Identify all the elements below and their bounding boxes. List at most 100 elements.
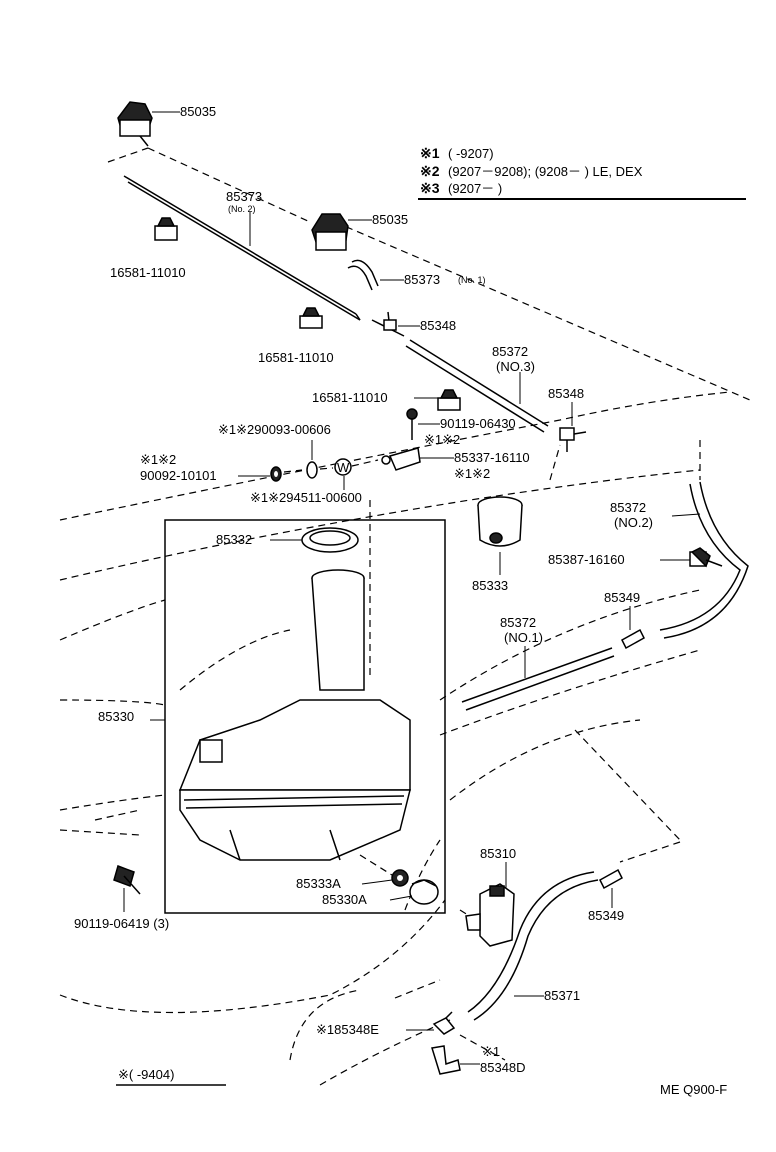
label-85373-no1: 85373 <box>404 272 440 287</box>
washer-icon <box>334 458 352 476</box>
label-85035-a: 85035 <box>180 104 216 119</box>
label-85372-no2: 85372 <box>610 500 646 515</box>
nut-icon <box>270 466 282 482</box>
tank-assembly-box <box>164 519 446 914</box>
label-85349-b: 85349 <box>588 908 624 923</box>
clip-icon <box>154 217 178 241</box>
check-valve-icon <box>599 868 623 890</box>
label-85330: 85330 <box>98 709 134 724</box>
legend-row2-text: (9207－9208); (9208－ ) LE, DEX <box>448 164 643 179</box>
body-line <box>59 469 701 581</box>
legend-row3-text: (9207－ ) <box>448 181 502 196</box>
note-9404: ※( -9404) <box>118 1067 174 1082</box>
body-line <box>179 629 291 691</box>
elbow-joint-icon <box>432 1011 456 1035</box>
label-85310: 85310 <box>480 846 516 861</box>
washer-nozzle-icon <box>117 101 153 147</box>
washer-tank-icon <box>178 569 411 861</box>
body-outline <box>59 147 751 1086</box>
label-90092: 90092-10101 <box>140 468 217 483</box>
label-90119-06430: 90119-06430 <box>440 416 516 431</box>
label-85371: 85371 <box>544 988 580 1003</box>
body-line <box>59 899 446 1014</box>
label-85333a: 85333A <box>296 876 341 891</box>
hose-85373-no1 <box>351 259 379 287</box>
elbow-joint-icon <box>431 1045 461 1075</box>
body-line <box>619 841 681 863</box>
tank-cap-icon <box>301 527 359 553</box>
hose-85371 <box>467 871 599 1021</box>
legend-row3-mark: ※3 <box>420 180 440 196</box>
body-line <box>439 589 701 701</box>
label-94511: ※1※294511-00600 <box>250 490 362 505</box>
mark-1: ※1 <box>482 1044 500 1059</box>
legend: ※1 ( -9207) ※2 (9207－9208); (9208－ ) LE,… <box>418 145 746 200</box>
body-line <box>394 979 441 999</box>
bolt-icon <box>113 865 141 895</box>
label-85372-no1: 85372 <box>500 615 536 630</box>
body-line <box>59 829 141 836</box>
label-85348-b: 85348 <box>548 386 584 401</box>
legend-row2-mark: ※2 <box>420 163 440 179</box>
mark-1-2-b: ※1※2 <box>140 452 176 467</box>
label-85373-no2-sub: (No. 2) <box>228 204 256 214</box>
t-joint-icon <box>559 427 587 452</box>
legend-row1-mark: ※1 <box>420 145 440 161</box>
check-valve-icon <box>621 628 645 650</box>
body-line <box>59 391 731 521</box>
body-line <box>59 699 166 706</box>
label-85330a: 85330A <box>322 892 367 907</box>
pump-seal-icon <box>409 879 439 905</box>
legend-row1-text: ( -9207) <box>448 146 494 161</box>
label-85348-a: 85348 <box>420 318 456 333</box>
label-85337: 85337-16110 <box>454 450 530 465</box>
hose-85373-no2 <box>123 175 361 321</box>
body-line <box>59 599 166 641</box>
body-line <box>107 147 149 163</box>
bolt-icon <box>406 408 418 440</box>
label-85373-no2: 85373 <box>226 189 262 204</box>
body-line <box>574 729 681 841</box>
label-16581-c: 16581-11010 <box>312 390 388 405</box>
label-90119-06419: 90119-06419 (3) <box>74 916 169 931</box>
label-16581-a: 16581-11010 <box>110 265 186 280</box>
grommet-icon <box>306 461 318 479</box>
mark-1-2-a: ※1※2 <box>424 432 460 447</box>
label-85373-no1-sub: (No. 1) <box>458 275 486 285</box>
label-85349-a: 85349 <box>604 590 640 605</box>
clip-icon <box>437 389 461 411</box>
body-line <box>289 989 361 1061</box>
body-line <box>147 147 311 223</box>
connector-icon <box>689 547 723 568</box>
body-line <box>549 444 561 481</box>
diagram-code: ME Q900-F <box>660 1082 727 1097</box>
washer-w-label: W <box>337 460 350 475</box>
label-85372-no1-sub: (NO.1) <box>504 630 543 645</box>
label-90093: ※1※290093-00606 <box>218 422 331 437</box>
body-line <box>449 719 641 801</box>
label-16581-b: 16581-11010 <box>258 350 334 365</box>
t-joint-icon <box>371 311 405 337</box>
body-line <box>94 809 141 821</box>
washer-pump-icon <box>465 883 515 947</box>
body-line <box>319 1019 451 1086</box>
washer-nozzle-icon <box>311 213 349 251</box>
label-85372-no3: 85372 <box>492 344 528 359</box>
body-line <box>334 221 751 401</box>
label-85348e: ※185348E <box>316 1022 379 1037</box>
label-85333: 85333 <box>472 578 508 593</box>
clip-icon <box>299 307 323 329</box>
mark-1-2-c: ※1※2 <box>454 466 490 481</box>
label-85332: 85332 <box>216 532 252 547</box>
strainer-icon <box>477 496 523 547</box>
body-line <box>59 794 166 811</box>
label-85372-no2-sub: (NO.2) <box>614 515 653 530</box>
hose-85372-no1 <box>461 647 615 711</box>
label-85348d: 85348D <box>480 1060 526 1075</box>
label-85387: 85387-16160 <box>548 552 625 567</box>
body-line <box>459 1034 506 1061</box>
hose-85372-no2 <box>659 481 749 639</box>
body-line <box>404 839 441 911</box>
hose-85372-no3 <box>405 339 549 433</box>
